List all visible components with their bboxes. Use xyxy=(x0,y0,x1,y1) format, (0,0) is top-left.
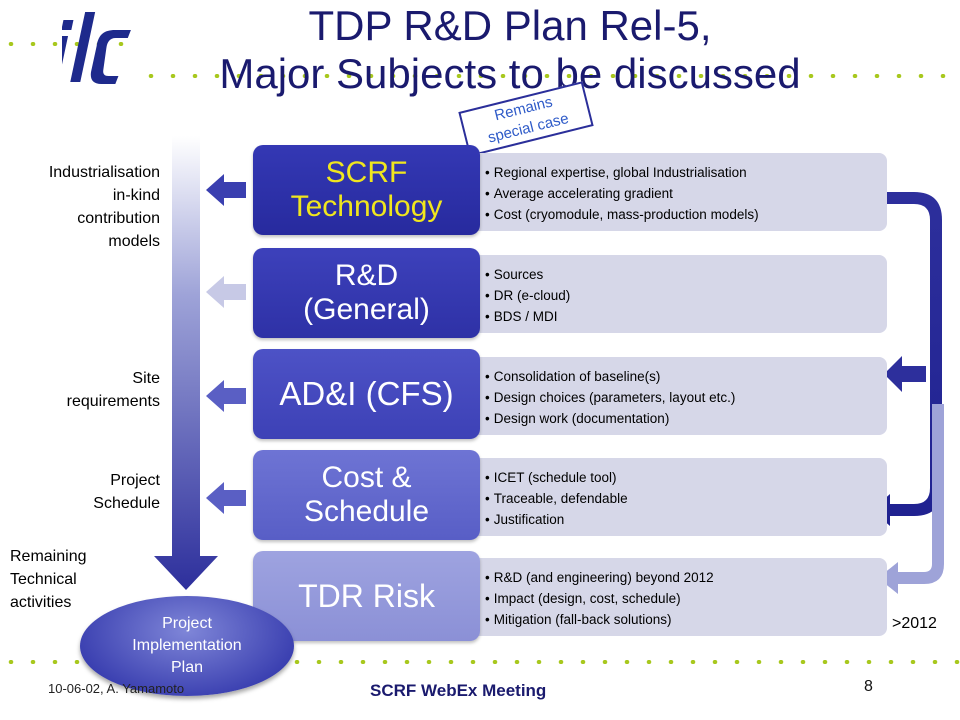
plan-line: Plan xyxy=(170,659,203,676)
category-line: (General) xyxy=(303,293,430,326)
bullet-item: Impact (design, cost, schedule) xyxy=(485,588,887,609)
label-line: Technical xyxy=(10,571,77,588)
category-cost-schedule: Cost & Schedule xyxy=(253,450,480,540)
title-line-1: TDP R&D Plan Rel-5, xyxy=(308,2,712,49)
category-line: Technology xyxy=(290,190,443,223)
label-line: requirements xyxy=(66,393,160,410)
bullet-item: Justification xyxy=(485,509,887,530)
bullet-item: Mitigation (fall-back solutions) xyxy=(485,609,887,630)
footer-date-author: 10-06-02, A. Yamamoto xyxy=(48,681,185,696)
label-site-requirements: Site requirements xyxy=(67,367,160,413)
category-line: R&D xyxy=(334,259,399,292)
bullets-rd: Sources DR (e-cloud) BDS / MDI xyxy=(420,255,887,333)
label-line: Schedule xyxy=(93,495,160,512)
bullet-item: Design choices (parameters, layout etc.) xyxy=(485,387,887,408)
bullet-item: Cost (cryomodule, mass-production models… xyxy=(485,204,887,225)
label-line: Remaining xyxy=(10,548,87,565)
bullets-scrf: Regional expertise, global Industrialisa… xyxy=(420,153,887,231)
bullet-item: Sources xyxy=(485,264,887,285)
vertical-flow-arrow xyxy=(154,136,218,590)
category-rd-general: R&D (General) xyxy=(253,248,480,338)
category-line: SCRF xyxy=(325,156,408,189)
arrow-left-industrialisation xyxy=(206,174,246,206)
label-line: contribution xyxy=(77,210,160,227)
dotted-line-title xyxy=(140,74,960,78)
category-line: AD&I (CFS) xyxy=(279,375,454,412)
arrow-left-schedule xyxy=(206,482,246,514)
bullets-adi: Consolidation of baseline(s) Design choi… xyxy=(420,357,887,435)
label-line: Industrialisation xyxy=(48,164,160,181)
bullet-item: Design work (documentation) xyxy=(485,408,887,429)
bullet-item: Consolidation of baseline(s) xyxy=(485,366,887,387)
title-line-2: Major Subjects to be discussed xyxy=(219,50,801,97)
footer-meeting: SCRF WebEx Meeting xyxy=(370,681,547,700)
category-line: Schedule xyxy=(303,495,430,528)
label-remaining-technical: Remaining Technical activities xyxy=(10,545,86,614)
dotted-line-top xyxy=(0,42,140,46)
category-scrf-technology: SCRF Technology xyxy=(253,145,480,235)
label-project-schedule: Project Schedule xyxy=(93,469,160,515)
bullet-item: ICET (schedule tool) xyxy=(485,467,887,488)
category-tdr-risk: TDR Risk xyxy=(253,551,480,641)
project-implementation-plan: Project Implementation Plan xyxy=(80,596,294,696)
bullets-tdr: R&D (and engineering) beyond 2012 Impact… xyxy=(420,558,887,636)
category-line: TDR Risk xyxy=(298,578,435,614)
bullet-item: Traceable, defendable xyxy=(485,488,887,509)
bullet-item: R&D (and engineering) beyond 2012 xyxy=(485,567,887,588)
label-industrialisation: Industrialisation in-kind contribution m… xyxy=(49,161,160,253)
plan-line: Implementation xyxy=(132,637,242,654)
category-line: Cost & xyxy=(321,461,412,494)
label-line: activities xyxy=(10,594,72,611)
dotted-line-bottom xyxy=(0,660,960,664)
label-line: in-kind xyxy=(112,187,160,204)
page-number: 8 xyxy=(864,678,873,695)
arrow-left-site xyxy=(206,380,246,412)
plan-line: Project xyxy=(162,615,212,632)
label-line: Project xyxy=(110,472,160,489)
label-line: models xyxy=(108,233,160,250)
bullet-item: BDS / MDI xyxy=(485,306,887,327)
bullet-item: DR (e-cloud) xyxy=(485,285,887,306)
svg-text:ilc: ilc xyxy=(62,8,63,9)
category-adi-cfs: AD&I (CFS) xyxy=(253,349,480,439)
label-beyond-2012: >2012 xyxy=(892,615,937,632)
bullets-cost: ICET (schedule tool) Traceable, defendab… xyxy=(420,458,887,536)
ilc-logo: ilc xyxy=(62,8,131,84)
page-title: TDP R&D Plan Rel-5, Major Subjects to be… xyxy=(150,2,870,98)
bullet-item: Regional expertise, global Industrialisa… xyxy=(485,162,887,183)
arrow-left-rd xyxy=(206,276,246,308)
bullet-item: Average accelerating gradient xyxy=(485,183,887,204)
label-line: Site xyxy=(132,370,160,387)
